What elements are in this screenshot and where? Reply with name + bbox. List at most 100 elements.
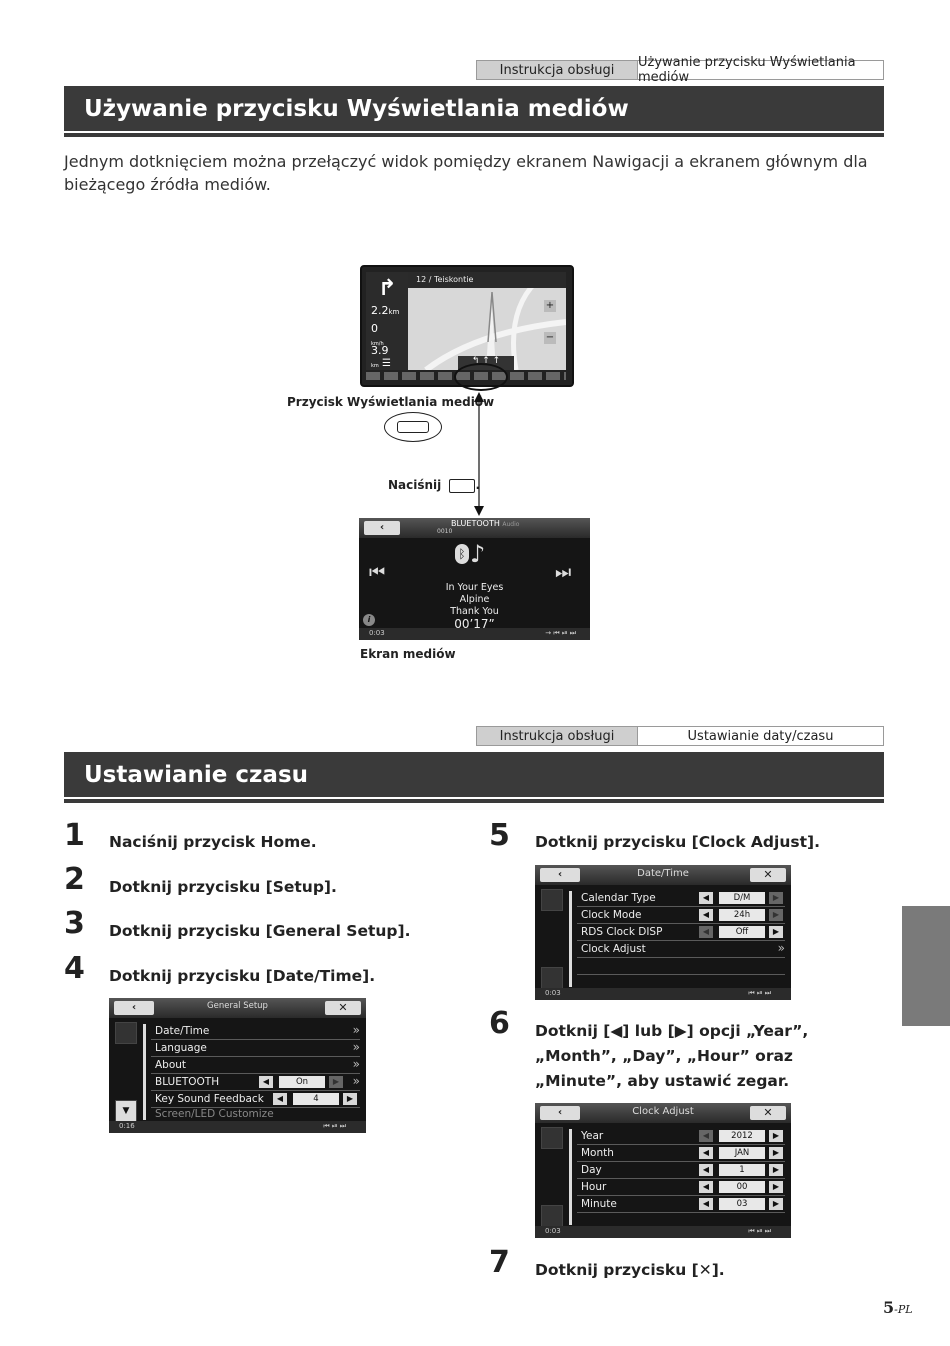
setting-value: Off [719,926,765,938]
arrow-right-button[interactable]: ▶ [769,1147,783,1159]
arrow-right-button[interactable]: ▶ [329,1076,343,1088]
close-button[interactable]: ✕ [750,868,786,882]
page-number: 5-PL [883,1298,913,1317]
music-note-icon: ♪ [470,540,486,568]
arrow-left-button[interactable]: ◀ [273,1093,287,1105]
setting-value: 00 [719,1181,765,1193]
setting-value: 2012 [719,1130,765,1142]
list-item[interactable]: Date/Time» [151,1023,360,1040]
chevron-right-icon: » [352,1040,360,1054]
list-item[interactable]: Year ◀ 2012 ▶ [577,1128,785,1145]
breadcrumb-manual: Instrukcja obsługi [477,727,637,745]
arrow-left-button[interactable]: ◀ [699,1198,713,1210]
screen-title-bar [535,865,791,885]
arrow-right-button[interactable]: ▶ [769,909,783,921]
list-item[interactable]: Language» [151,1040,360,1057]
breadcrumb-topic: Ustawianie daty/czasu [637,727,883,745]
label-press: Naciśnij . [388,478,481,493]
arrow-left-button[interactable]: ◀ [699,1164,713,1176]
list-item[interactable]: RDS Clock DISP ◀ Off ▶ [577,924,785,941]
next-track-icon[interactable]: ⏭ [555,562,572,583]
scroll-up-button[interactable] [115,1022,137,1044]
general-setup-screen: ‹ General Setup ✕ ▼ Date/Time» Language»… [109,998,366,1133]
intro-text: Jednym dotknięciem można przełączyć wido… [64,152,868,194]
screen-title: Date/Time [637,868,689,879]
arrow-left-button[interactable]: ◀ [699,1147,713,1159]
setting-value: D/M [719,892,765,904]
clock: 0:16 [119,1122,135,1130]
media-display-icon[interactable] [397,421,429,433]
arrow-right-button[interactable]: ▶ [769,1181,783,1193]
step-number: 3 [64,906,85,941]
date-time-screen: ‹ Date/Time ✕ Calendar Type ◀ D/M ▶ Cloc… [535,865,791,1000]
list-item[interactable]: Key Sound Feedback ◀ 4 ▶ [151,1091,360,1108]
list-item[interactable]: About» [151,1057,360,1074]
info-icon[interactable]: i [363,614,375,626]
playback-controls[interactable]: → ⏮ ⏯ ⏭ [545,629,576,637]
status-bar: 0:03 ⏮ ⏯ ⏭ [535,988,791,1000]
scrollbar[interactable] [569,891,572,987]
playback-controls[interactable]: ⏮ ⏯ ⏭ [748,1227,771,1235]
screen-title-bar [109,998,366,1018]
arrow-right-button[interactable]: ▶ [343,1093,357,1105]
scrollbar[interactable] [569,1129,572,1225]
arrow-left-button[interactable]: ◀ [699,1181,713,1193]
zoom-in-icon[interactable]: + [544,300,556,312]
zoom-out-icon[interactable]: − [544,332,556,344]
list-item[interactable]: Minute ◀ 03 ▶ [577,1196,785,1213]
menu-icon[interactable]: ☰ [382,358,391,369]
playback-controls[interactable]: ⏮ ⏯ ⏭ [323,1122,346,1130]
arrow-right-button[interactable]: ▶ [769,892,783,904]
list-item[interactable]: Clock Adjust» [577,941,785,958]
scroll-up-button[interactable] [541,1127,563,1149]
setting-value: 24h [719,909,765,921]
close-button[interactable]: ✕ [750,1106,786,1120]
chevron-right-icon: » [352,1074,360,1088]
list-item[interactable]: Calendar Type ◀ D/M ▶ [577,890,785,907]
back-button[interactable]: ‹ [540,868,580,882]
map-roads [424,280,566,370]
arrow-right-button[interactable]: ▶ [769,1198,783,1210]
arrow-right-button[interactable]: ▶ [769,1164,783,1176]
song-title: In Your Eyes [445,582,504,593]
arrow-left-button[interactable]: ◀ [699,926,713,938]
back-button[interactable]: ‹ [540,1106,580,1120]
arrow-left-button[interactable]: ◀ [699,892,713,904]
media-screen: ‹ BLUETOOTH Audio 0010 ᛒ ♪ ⏮ ⏭ In Your E… [359,518,590,640]
list-item[interactable]: Hour ◀ 00 ▶ [577,1179,785,1196]
list-item[interactable]: Day ◀ 1 ▶ [577,1162,785,1179]
scroll-down-button[interactable] [541,1205,563,1227]
step-number: 4 [64,951,85,986]
step-number: 1 [64,818,85,853]
list-item[interactable]: BLUETOOTH ◀ On ▶ » [151,1074,360,1091]
step-text: Dotknij przycisku [Date/Time]. [109,967,376,985]
clock: 0:03 [545,1227,561,1235]
list-item[interactable]: Clock Mode ◀ 24h ▶ [577,907,785,924]
arrow-left-button[interactable]: ◀ [699,1130,713,1142]
nav-top-bar [366,272,566,288]
list-item[interactable]: Screen/LED Customize [155,1108,274,1118]
breadcrumb: Instrukcja obsługi Używanie przycisku Wy… [476,55,884,85]
list-item[interactable]: Month ◀ JAN ▶ [577,1145,785,1162]
prev-track-icon[interactable]: ⏮ [369,562,386,583]
playback-controls[interactable]: ⏮ ⏯ ⏭ [748,989,771,997]
back-button[interactable]: ‹ [364,521,400,535]
step-text: Dotknij przycisku [Setup]. [109,878,337,896]
label-media-button: Przycisk Wyświetlania mediów [287,395,495,409]
close-button[interactable]: ✕ [325,1001,361,1015]
arrow-left-button[interactable]: ◀ [259,1076,273,1088]
label-media-screen: Ekran mediów [360,647,456,661]
clock-adjust-screen: ‹ Clock Adjust ✕ Year ◀ 2012 ▶ Month ◀ J… [535,1103,791,1238]
back-button[interactable]: ‹ [114,1001,154,1015]
step-number: 5 [489,818,510,853]
arrow-right-button[interactable]: ▶ [769,1130,783,1142]
scroll-down-button[interactable] [541,967,563,989]
scroll-down-button[interactable]: ▼ [115,1100,137,1122]
nav-left-panel [366,272,408,370]
arrow-right-button[interactable]: ▶ [769,926,783,938]
scrollbar[interactable] [143,1024,146,1120]
clock: 0:03 [369,629,385,637]
scroll-up-button[interactable] [541,889,563,911]
arrow-left-button[interactable]: ◀ [699,909,713,921]
